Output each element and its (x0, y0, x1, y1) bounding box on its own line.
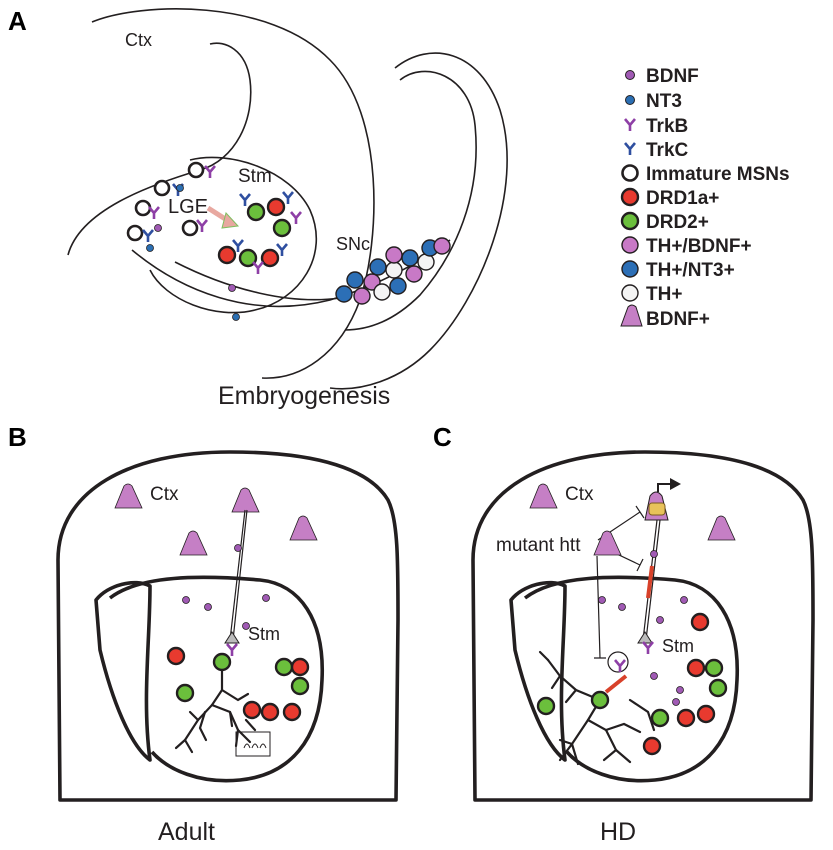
caption-a: Embryogenesis (218, 382, 390, 410)
brain-outline-b (56, 450, 400, 802)
mutant-block-c (646, 565, 654, 599)
mutant-htt-label: mutant htt (496, 535, 581, 556)
transport-arrow-c (657, 483, 672, 492)
legend-nt3: NT3 (625, 91, 682, 112)
legend-trkb: TrkB (623, 116, 688, 137)
stm-label-b: Stm (248, 624, 280, 644)
nucleus-aggregate-c (648, 502, 666, 516)
legend-label-trkb: TrkB (646, 116, 688, 137)
snc-label: SNc (336, 234, 370, 254)
legend-bdnfcell: BDNF+ (620, 304, 710, 330)
midbrain-inner-a (344, 70, 477, 331)
legend-thbdnf: TH+/BDNF+ (621, 236, 752, 257)
inset-spines-b (243, 743, 267, 749)
legend-label-drd1: DRD1a+ (646, 188, 719, 209)
synapse-c (637, 631, 653, 644)
legend-label-thnt3: TH+/NT3+ (646, 260, 735, 281)
caption-c: HD (600, 818, 636, 846)
panel-c: C Ctx Stm mutant htt (433, 422, 815, 846)
trkb-receptor-c2 (641, 640, 655, 656)
cortical-cells-b (114, 483, 318, 556)
legend-label-nt3: NT3 (646, 91, 682, 112)
axon-b (229, 509, 246, 641)
dendrites-c (538, 650, 656, 766)
axon-c2 (645, 519, 661, 641)
striatum-outline-b (108, 575, 325, 783)
snc-cells (335, 237, 451, 305)
striatum-outline-c (523, 575, 740, 783)
legend-label-th: TH+ (646, 284, 682, 305)
transport-arrow-head-c (670, 478, 681, 490)
legend-label-bdnfcell: BDNF+ (646, 309, 710, 330)
ctx-label-a: Ctx (125, 30, 152, 50)
legend-drd1: DRD1a+ (620, 187, 719, 209)
factor-dots-a (146, 184, 240, 321)
legend-label-drd2: DRD2+ (646, 212, 709, 233)
legend-drd2: DRD2+ (620, 211, 709, 233)
panel-b-letter: B (8, 422, 27, 452)
panel-c-letter: C (433, 422, 452, 452)
inset-box-b (235, 731, 271, 757)
axon-b2 (232, 509, 248, 641)
ventricle-outline-b (94, 580, 152, 762)
snc-tract-b-a (174, 261, 341, 301)
msn-cells-c (536, 612, 728, 756)
snc-tract-a (131, 239, 451, 308)
lge-label: LGE (168, 196, 208, 218)
panel-b: B Ctx Stm (8, 422, 400, 846)
immature-msn-cells (126, 161, 205, 242)
panel-a-letter: A (8, 6, 27, 36)
legend-label-thbdnf: TH+/BDNF+ (646, 236, 752, 257)
inhibition-lines-c (594, 505, 645, 659)
legend-trkc: TrkC (623, 140, 689, 161)
legend-immature: Immature MSNs (621, 164, 790, 185)
legend-label-bdnf: BDNF (646, 66, 699, 87)
striatal-cells-a (217, 197, 292, 268)
legend-bdnf: BDNF (625, 66, 699, 87)
stm-label-a: Stm (238, 166, 272, 187)
legend-label-trkc: TrkC (646, 140, 689, 161)
brain-outline-c (471, 450, 815, 802)
bdnf-dots-c (598, 550, 688, 706)
synapse-b (224, 631, 240, 644)
midbrain-outer-a (329, 52, 508, 390)
mutant-block-c2 (604, 674, 628, 694)
msn-cells-b (166, 646, 310, 722)
legend-thnt3: TH+/NT3+ (621, 260, 735, 281)
caption-b: Adult (158, 818, 215, 846)
legend-th: TH+ (621, 284, 682, 305)
ctx-label-c: Ctx (565, 484, 594, 505)
dendrites-b (174, 666, 257, 754)
stm-label-c: Stm (662, 636, 694, 656)
cortex-outline-a (91, 8, 375, 379)
synapse-circle-c (607, 651, 629, 673)
ctx-label-b: Ctx (150, 484, 179, 505)
cortical-cells-c (529, 483, 736, 556)
cortex-inner-a (67, 42, 252, 256)
striatum-outline-a (149, 156, 318, 314)
ventricle-outline-c (509, 580, 567, 762)
bdnf-dots-b (182, 544, 270, 630)
trkb-receptor-b (225, 642, 239, 658)
legend-label-immature: Immature MSNs (646, 164, 790, 185)
panel-a: A Ctx LGE Stm SNc (8, 6, 508, 410)
legend: BDNF NT3 TrkB TrkC Immature MSNs DRD1a+ … (620, 66, 790, 330)
migration-arrow-head (221, 211, 240, 229)
